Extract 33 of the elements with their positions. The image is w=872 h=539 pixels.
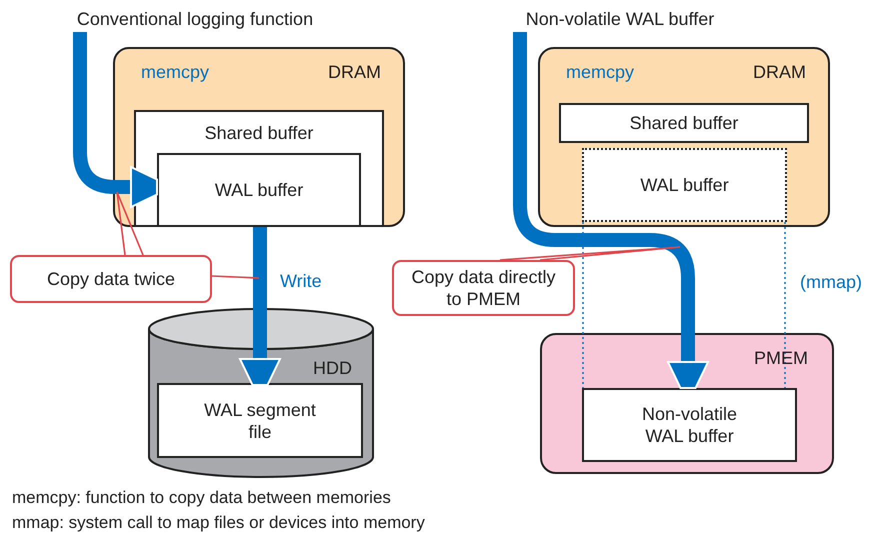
operation-label: memcpy	[566, 61, 634, 83]
edge-label: (mmap)	[798, 272, 864, 293]
box-label: Non-volatile WAL buffer	[640, 403, 738, 447]
buffer-box	[134, 110, 384, 227]
memory-label: DRAM	[753, 61, 806, 83]
operation-label: memcpy	[141, 61, 210, 83]
file-box	[157, 383, 363, 458]
callout-box: Copy data twice	[10, 255, 212, 303]
memory-label: PMEM	[754, 347, 808, 369]
box-label: WAL buffer	[214, 179, 304, 201]
mapping-line	[582, 222, 584, 388]
memory-region	[113, 47, 405, 227]
footnote: mmap: system call to map files or devices into memory	[12, 513, 425, 533]
mapping-line	[784, 222, 786, 388]
section-title: Non-volatile WAL buffer	[500, 6, 740, 32]
box-label: WAL buffer	[639, 174, 730, 196]
memory-region	[540, 333, 834, 474]
memory-region	[538, 47, 830, 227]
box-label: Shared buffer	[204, 122, 314, 144]
leader-line	[212, 275, 260, 279]
device-label: HDD	[313, 357, 352, 379]
memory-label: DRAM	[328, 61, 381, 83]
box-label: WAL segment file	[203, 398, 317, 442]
callout-box: Copy data directly to PMEM	[392, 260, 575, 316]
buffer-box	[559, 103, 809, 143]
box-label: Shared buffer	[628, 112, 740, 134]
buffer-box	[582, 148, 787, 222]
footnote: memcpy: function to copy data between memories	[12, 488, 391, 508]
section-title: Conventional logging function	[50, 6, 340, 32]
buffer-box	[582, 388, 797, 462]
leader-line	[500, 246, 681, 261]
buffer-box	[157, 153, 361, 227]
leader-line	[116, 191, 144, 256]
